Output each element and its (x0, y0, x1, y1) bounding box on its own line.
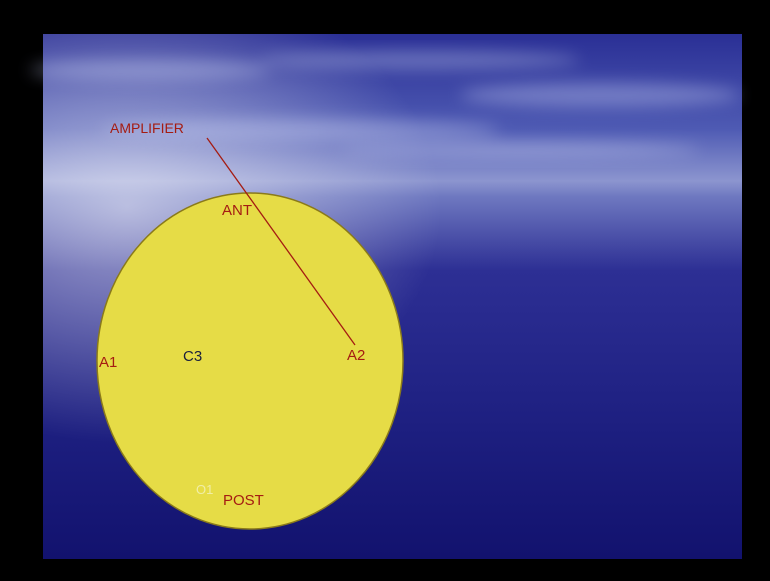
amplifier-label: AMPLIFIER (110, 120, 184, 136)
amplifier-connection-line (206, 137, 356, 346)
electrode-c3-label: C3 (183, 348, 203, 365)
electrode-ant-label: ANT (222, 202, 252, 219)
electrode-o1-label: O1 (196, 482, 214, 497)
electrode-a1-label: A1 (99, 354, 118, 371)
cloud-streaks (30, 51, 740, 157)
electrode-post-label: POST (223, 492, 264, 509)
head-outline (96, 192, 404, 530)
electrode-a2-label: A2 (347, 347, 366, 364)
